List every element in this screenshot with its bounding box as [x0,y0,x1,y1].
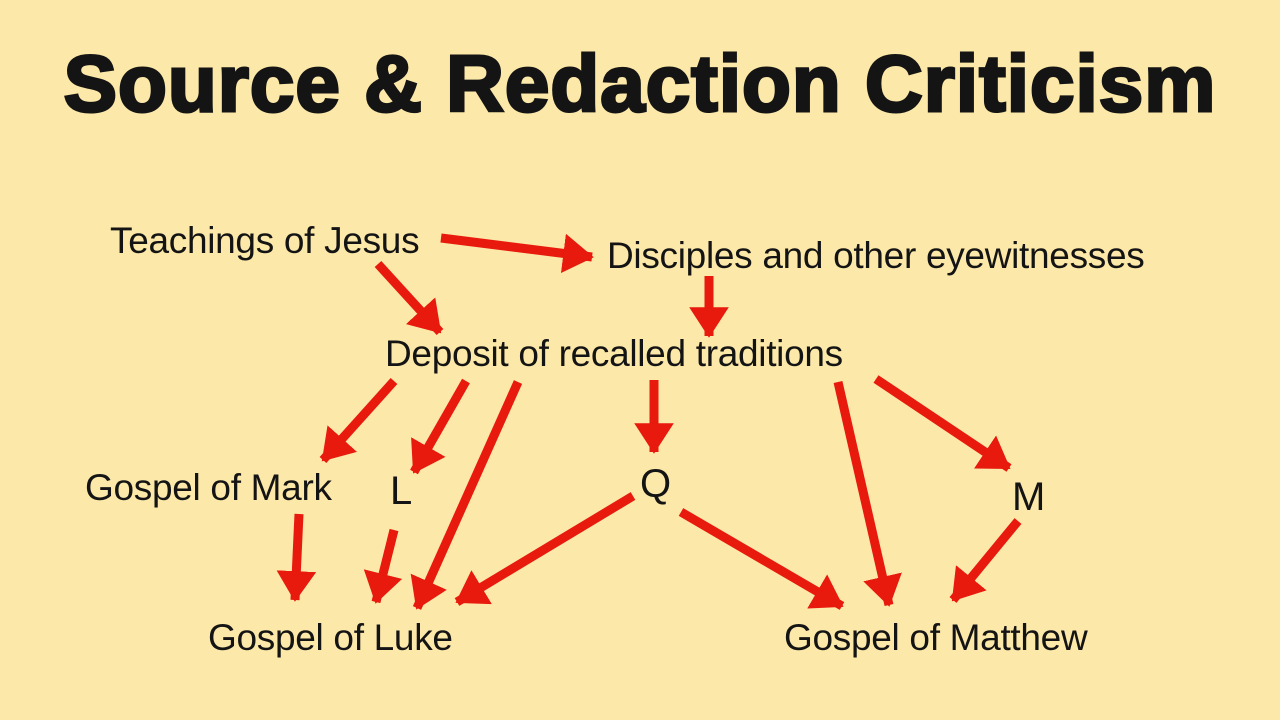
node-deposit-of-recalled-traditions: Deposit of recalled traditions [385,333,843,374]
edge-teachings-to-disciples [440,233,594,274]
edge-deposit-to-luke [410,380,523,610]
edge-deposit-to-l [410,378,470,475]
edge-deposit-to-matthew [833,380,902,607]
edge-teachings-to-deposit [374,260,444,336]
node-l-source: L [390,469,412,513]
node-gospel-of-matthew: Gospel of Matthew [784,617,1088,658]
edge-m-to-matthew [949,518,1022,603]
node-disciples-and-eyewitnesses: Disciples and other eyewitnesses [607,235,1145,276]
edge-deposit-to-mark [319,377,398,464]
edge-q-to-matthew [678,508,845,610]
node-q-source: Q [640,462,671,506]
edge-l-to-luke [363,528,403,604]
edge-q-to-luke [454,492,636,606]
node-teachings-of-jesus: Teachings of Jesus [110,220,420,261]
node-gospel-of-mark: Gospel of Mark [85,467,332,508]
edge-deposit-to-m [873,375,1012,472]
edge-mark-to-luke [276,513,317,602]
node-gospel-of-luke: Gospel of Luke [208,617,453,658]
node-m-source: M [1012,475,1046,519]
page-title: Source & Redaction Criticism [62,38,1217,130]
